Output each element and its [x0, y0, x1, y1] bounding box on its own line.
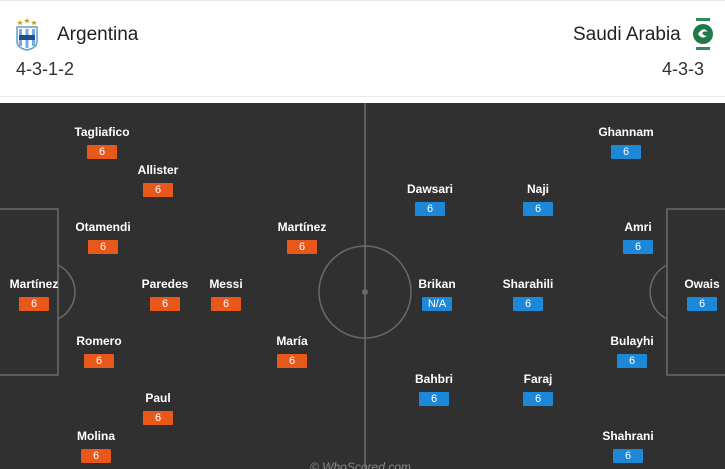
- player-name: Molina: [77, 429, 115, 443]
- player-rating: N/A: [422, 297, 452, 311]
- player-name: Tagliafico: [74, 125, 130, 139]
- home-formation: 4-3-1-2: [16, 59, 75, 79]
- home-player-martinez-goalkeeper[interactable]: Martínez 6: [0, 277, 79, 312]
- away-player-faraj[interactable]: Faraj 6: [493, 372, 583, 407]
- player-rating: 6: [84, 354, 114, 368]
- player-name: Paredes: [141, 277, 189, 291]
- player-rating: 6: [415, 202, 445, 216]
- player-name: Messi: [209, 277, 243, 291]
- player-rating: 6: [419, 392, 449, 406]
- home-player-romero[interactable]: Romero 6: [54, 334, 144, 369]
- away-player-shahrani[interactable]: Shahrani 6: [583, 429, 673, 464]
- player-rating: 6: [211, 297, 241, 311]
- away-team-name[interactable]: Saudi Arabia: [573, 24, 681, 45]
- home-player-messi[interactable]: Messi 6: [181, 277, 271, 312]
- home-player-martinez-lautaro[interactable]: Martínez 6: [257, 220, 347, 255]
- home-player-paul[interactable]: Paul 6: [113, 391, 203, 426]
- player-name: Brikan: [418, 277, 456, 291]
- saudi-arabia-crest-icon: [693, 18, 713, 50]
- player-name: Sharahili: [502, 277, 554, 291]
- player-name: Naji: [526, 182, 549, 196]
- away-player-naji[interactable]: Naji 6: [493, 182, 583, 217]
- home-player-otamendi[interactable]: Otamendi 6: [58, 220, 148, 255]
- player-rating: 6: [687, 297, 717, 311]
- argentina-crest-icon: [16, 18, 38, 51]
- player-name: Amri: [624, 220, 652, 234]
- away-player-owais[interactable]: Owais 6: [657, 277, 725, 312]
- away-player-amri[interactable]: Amri 6: [593, 220, 683, 255]
- player-rating: 6: [88, 240, 118, 254]
- player-name: Allister: [137, 163, 179, 177]
- header-bottom-divider: [0, 96, 725, 97]
- player-rating: 6: [523, 202, 553, 216]
- player-name: Owais: [684, 277, 720, 291]
- player-rating: 6: [513, 297, 543, 311]
- player-name: Paul: [145, 391, 171, 405]
- watermark: © WhoScored.com: [310, 460, 411, 469]
- home-player-tagliafico[interactable]: Tagliafico 6: [57, 125, 147, 160]
- player-name: Martínez: [277, 220, 327, 234]
- player-rating: 6: [143, 183, 173, 197]
- player-rating: 6: [613, 449, 643, 463]
- player-name: Faraj: [523, 372, 553, 386]
- player-rating: 6: [287, 240, 317, 254]
- player-name: Shahrani: [602, 429, 654, 443]
- match-header: Argentina 4-3-1-2 Saudi Arabia 4-3-3: [0, 0, 725, 100]
- home-player-paredes[interactable]: Paredes 6: [120, 277, 210, 312]
- player-rating: 6: [87, 145, 117, 159]
- player-name: Dawsari: [406, 182, 454, 196]
- player-rating: 6: [19, 297, 49, 311]
- away-player-brikan[interactable]: Brikan N/A: [392, 277, 482, 312]
- pitch: Tagliafico 6 Allister 6 Otamendi 6 Martí…: [0, 103, 725, 469]
- pitch-markings: [0, 103, 725, 469]
- player-rating: 6: [611, 145, 641, 159]
- away-player-bahbri[interactable]: Bahbri 6: [389, 372, 479, 407]
- player-rating: 6: [81, 449, 111, 463]
- player-name: Ghannam: [598, 125, 654, 139]
- player-rating: 6: [617, 354, 647, 368]
- away-player-dawsari[interactable]: Dawsari 6: [385, 182, 475, 217]
- away-player-sharahili[interactable]: Sharahili 6: [483, 277, 573, 312]
- player-rating: 6: [623, 240, 653, 254]
- away-player-ghannam[interactable]: Ghannam 6: [581, 125, 671, 160]
- away-formation: 4-3-3: [662, 59, 705, 79]
- away-player-bulayhi[interactable]: Bulayhi 6: [587, 334, 677, 369]
- home-player-allister[interactable]: Allister 6: [113, 163, 203, 198]
- home-player-maria[interactable]: María 6: [247, 334, 337, 369]
- player-name: Bulayhi: [610, 334, 654, 348]
- player-name: Bahbri: [414, 372, 453, 386]
- player-rating: 6: [523, 392, 553, 406]
- home-player-molina[interactable]: Molina 6: [51, 429, 141, 464]
- player-name: Martínez: [9, 277, 59, 291]
- player-rating: 6: [277, 354, 307, 368]
- player-rating: 6: [150, 297, 180, 311]
- header-top-divider: [0, 0, 725, 1]
- player-name: Romero: [76, 334, 122, 348]
- home-team-name[interactable]: Argentina: [57, 24, 139, 45]
- player-name: Otamendi: [75, 220, 131, 234]
- player-rating: 6: [143, 411, 173, 425]
- player-name: María: [276, 334, 308, 348]
